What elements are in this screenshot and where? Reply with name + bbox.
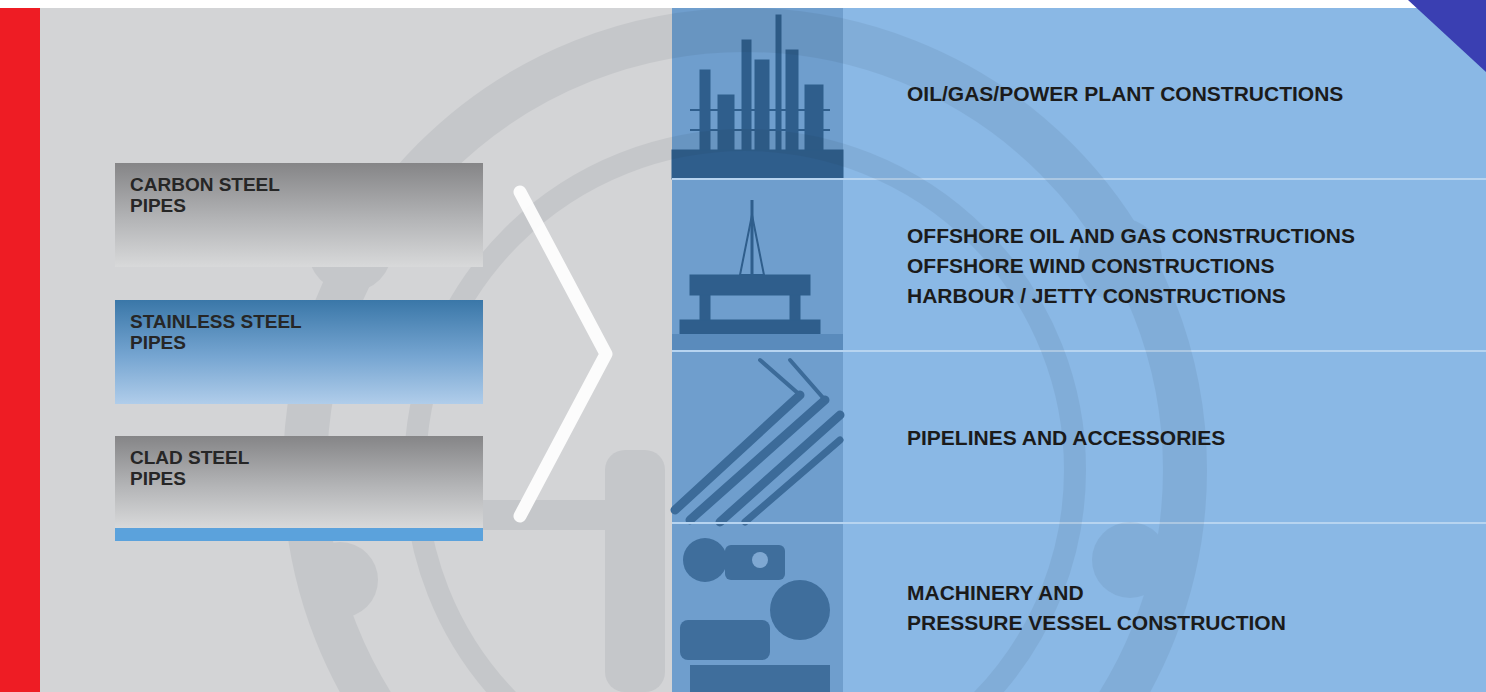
text-line: PIPES [130,468,468,489]
application-band: OIL/GAS/POWER PLANT CONSTRUCTIONS [843,8,1486,179]
red-side-bar [0,8,40,692]
text-line: PIPES [130,332,468,353]
product-box: CARBON STEEL PIPES [115,163,483,267]
application-label: MACHINERY AND PRESSURE VESSEL CONSTRUCTI… [907,578,1466,638]
product-box: STAINLESS STEEL PIPES [115,300,483,404]
application-band: OFFSHORE OIL AND GAS CONSTRUCTIONSOFFSHO… [843,180,1486,351]
text-line: HARBOUR / JETTY CONSTRUCTIONS [907,281,1466,311]
text-line: OFFSHORE OIL AND GAS CONSTRUCTIONS [907,221,1466,251]
thumbnail-ground [672,524,843,692]
machinery-illustration [680,538,830,692]
text-line: PIPELINES AND ACCESSORIES [907,423,1466,453]
product-label: STAINLESS STEEL PIPES [130,311,468,353]
text-line: CLAD STEEL [130,447,468,468]
offshore-rig-illustration [672,200,843,351]
application-label: OFFSHORE WIND CONSTRUCTIONS [907,251,1466,281]
application-label: OIL/GAS/POWER PLANT CONSTRUCTIONS [907,79,1466,109]
application-band: MACHINERY AND PRESSURE VESSEL CONSTRUCTI… [843,524,1486,692]
text-line: PIPES [130,195,468,216]
application-label: OFFSHORE OIL AND GAS CONSTRUCTIONS [907,221,1466,251]
pipes-illustration [675,360,840,522]
text-line: MACHINERY AND [907,578,1466,608]
text-line: STAINLESS STEEL [130,311,468,332]
right-panel [672,8,1486,692]
thumbnail-ground [672,180,843,351]
application-band: PIPELINES AND ACCESSORIES [843,352,1486,523]
left-panel [0,8,672,692]
text-line: OFFSHORE WIND CONSTRUCTIONS [907,251,1466,281]
chevron-arrow [520,192,606,516]
text-line: OIL/GAS/POWER PLANT CONSTRUCTIONS [907,79,1466,109]
application-label: HARBOUR / JETTY CONSTRUCTIONS [907,281,1466,311]
product-label: CARBON STEEL PIPES [130,174,468,216]
corner-triangle [1408,0,1486,72]
thumbnail-ground [672,352,843,523]
text-line: CARBON STEEL [130,174,468,195]
product-label: CLAD STEEL PIPES [130,447,468,489]
product-box: CLAD STEEL PIPES [115,436,483,541]
application-label: PIPELINES AND ACCESSORIES [907,423,1466,453]
text-line: PRESSURE VESSEL CONSTRUCTION [907,608,1466,638]
